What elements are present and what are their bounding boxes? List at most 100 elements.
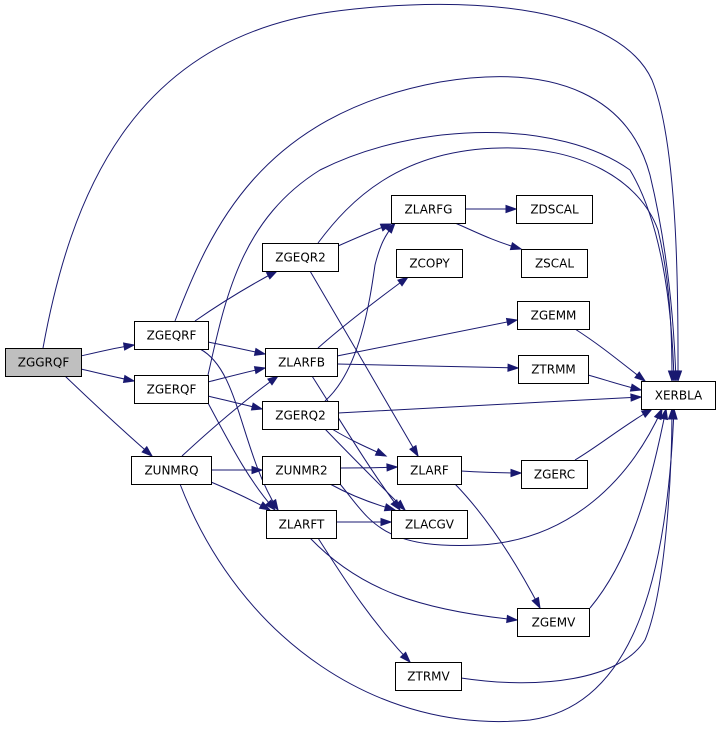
edge-zlarfb-to-zcopy (317, 276, 410, 349)
edge-line (42, 3, 679, 382)
node-box[interactable] (5, 348, 82, 377)
node-zunmrq[interactable]: ZUNMRQ (131, 456, 212, 485)
edge-line (194, 270, 278, 322)
node-label: ZGEMM (531, 309, 577, 323)
edge-line (336, 363, 519, 369)
edge-zunmr2-to-zlacgv (329, 483, 397, 512)
edge-zlarft-to-ztrmv (317, 537, 412, 664)
node-zggrqf[interactable]: ZGGRQF (5, 348, 82, 377)
node-ztrmv[interactable]: ZTRMV (395, 662, 462, 691)
node-label: ZCOPY (409, 257, 450, 271)
node-box[interactable] (391, 195, 466, 224)
arrowhead-icon (531, 596, 541, 610)
node-zlarft[interactable]: ZLARFT (266, 510, 337, 539)
edge-line (339, 408, 663, 547)
edge-line (311, 375, 401, 511)
arrowhead-icon (394, 499, 407, 512)
node-zlarfg[interactable]: ZLARFG (391, 195, 466, 224)
node-zgerqf[interactable]: ZGERQF (134, 375, 209, 404)
edge-zgerc-to-xerbla (574, 408, 654, 461)
node-zscal[interactable]: ZSCAL (521, 249, 588, 278)
node-zunmr2[interactable]: ZUNMR2 (262, 456, 341, 485)
node-label: ZTRMM (531, 363, 576, 377)
node-box[interactable] (521, 460, 588, 489)
node-label: ZGEQRF (147, 329, 197, 343)
node-box[interactable] (521, 249, 588, 278)
node-label: ZGERQ2 (275, 409, 326, 423)
node-zgerc[interactable]: ZGERC (521, 460, 588, 489)
edge-zunmrq-to-zunmr2 (211, 465, 264, 475)
node-zlacgv[interactable]: ZLACGV (391, 510, 468, 539)
arrowhead-icon (399, 651, 412, 664)
edge-line (324, 222, 396, 402)
arrowhead-icon (505, 204, 518, 214)
arrowhead-icon (250, 402, 264, 411)
arrowhead-icon (253, 347, 267, 356)
node-box[interactable] (641, 381, 716, 410)
node-zgerq2[interactable]: ZGERQ2 (262, 401, 339, 430)
node-box[interactable] (397, 456, 462, 485)
edge-ztrmm-to-xerbla (587, 374, 643, 392)
node-box[interactable] (266, 510, 337, 539)
edge-zgerq2-to-zlarf (331, 428, 388, 457)
edge-line (324, 428, 406, 511)
edge-zlarfb-to-zgemm (336, 317, 519, 357)
node-label: XERBLA (655, 389, 703, 403)
node-zgemm[interactable]: ZGEMM (517, 301, 590, 330)
node-box[interactable] (396, 249, 463, 278)
node-xerbla[interactable]: XERBLA (641, 381, 716, 410)
arrowhead-icon (122, 342, 136, 351)
node-ztrmm[interactable]: ZTRMM (518, 355, 589, 384)
arrowhead-icon (385, 221, 396, 234)
node-zlarfb[interactable]: ZLARFB (265, 348, 338, 377)
node-box[interactable] (391, 510, 468, 539)
edge-line (589, 408, 667, 609)
arrowhead-icon (510, 468, 523, 478)
arrowhead-icon (253, 366, 267, 375)
node-zdscal[interactable]: ZDSCAL (516, 195, 593, 224)
node-label: ZLARFT (279, 518, 325, 532)
edge-zgeqrf-to-zgeqr2 (194, 270, 279, 322)
node-box[interactable] (518, 355, 589, 384)
edge-zlarft-to-zgemv (309, 537, 519, 624)
edge-line (207, 132, 675, 382)
arrowhead-icon (264, 499, 277, 512)
node-box[interactable] (134, 375, 209, 404)
node-label: ZGEQR2 (275, 251, 326, 265)
node-zgeqr2[interactable]: ZGEQR2 (262, 243, 339, 272)
edge-line (64, 375, 153, 457)
edge-line (454, 483, 541, 609)
node-box[interactable] (395, 662, 462, 691)
node-box[interactable] (262, 401, 339, 430)
node-zgeqrf[interactable]: ZGEQRF (134, 321, 209, 350)
arrowhead-icon (265, 270, 279, 280)
node-zlarf[interactable]: ZLARF (397, 456, 462, 485)
node-label: ZGERQF (147, 383, 197, 397)
node-box[interactable] (516, 195, 593, 224)
edges-layer (42, 3, 683, 722)
edge-ztrmv-to-xerbla (460, 407, 677, 684)
node-box[interactable] (517, 301, 590, 330)
node-box[interactable] (134, 321, 209, 350)
node-box[interactable] (265, 348, 338, 377)
node-box[interactable] (131, 456, 212, 485)
node-box[interactable] (262, 456, 341, 485)
node-label: ZUNMR2 (275, 464, 327, 478)
node-zcopy[interactable]: ZCOPY (396, 249, 463, 278)
edge-zgerq2-to-zlarfg (324, 221, 396, 402)
arrowhead-icon (267, 375, 280, 386)
edge-zlarfb-to-ztrmm (336, 363, 520, 372)
node-label: ZLACGV (405, 518, 455, 532)
node-zgemv[interactable]: ZGEMV (517, 608, 590, 637)
node-box[interactable] (517, 608, 590, 637)
arrowhead-icon (630, 393, 643, 402)
arrowhead-icon (640, 408, 654, 418)
edge-zlarfg-to-zscal (454, 222, 523, 251)
edge-zunmrq-to-zlarfb (181, 375, 280, 457)
node-label: ZGGRQF (18, 356, 70, 370)
node-box[interactable] (262, 243, 339, 272)
arrowhead-icon (380, 517, 393, 527)
arrowhead-icon (141, 445, 154, 457)
arrowhead-icon (505, 317, 519, 327)
